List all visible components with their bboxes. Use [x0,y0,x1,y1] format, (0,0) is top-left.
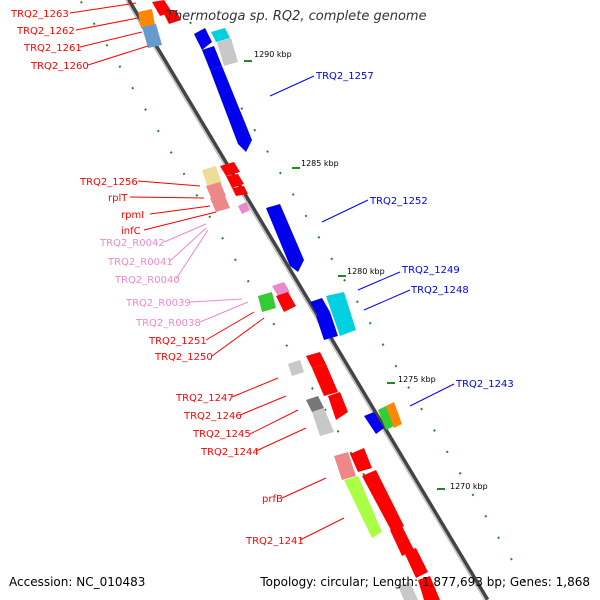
gene-feature[interactable] [138,9,155,28]
gene-label[interactable]: TRQ2_1245 [192,429,251,440]
gene-feature[interactable] [316,312,338,340]
gene-feature[interactable] [398,582,418,600]
gene-feature[interactable] [362,470,404,532]
gene-label[interactable]: TRQ2_1241 [245,536,304,547]
gene-feature[interactable] [152,0,172,16]
kbp-ruler: 1290 kbp 1285 kbp 1280 kbp 1275 kbp 1270… [244,50,488,491]
gene-feature[interactable] [272,282,290,296]
gene-feature[interactable] [390,526,414,556]
gene-feature[interactable] [350,448,372,472]
ruler-tick-label: 1290 kbp [254,50,292,59]
gene-label[interactable]: TRQ2_1251 [148,336,207,347]
gene-features [138,0,440,600]
gene-feature[interactable] [232,186,248,196]
ruler-tick-label: 1280 kbp [347,267,385,276]
gene-label[interactable]: TRQ2_R0041 [107,257,173,268]
gene-label[interactable]: TRQ2_1243 [455,379,514,390]
gene-label[interactable]: infC [121,226,141,237]
gene-feature[interactable] [194,28,212,50]
gene-feature[interactable] [202,166,222,188]
gene-label[interactable]: prfB [262,494,283,505]
gene-label[interactable]: TRQ2_1261 [23,43,82,54]
gene-feature[interactable] [306,396,324,412]
gene-label[interactable]: TRQ2_1252 [369,196,428,207]
gene-feature[interactable] [217,38,238,66]
gene-feature[interactable] [288,360,304,376]
gene-label[interactable]: TRQ2_R0038 [135,318,201,329]
gene-feature[interactable] [276,292,296,312]
gene-feature[interactable] [310,298,330,316]
genome-summary-text: Topology: circular; Length: 1,877,693 bp… [260,575,590,589]
gene-label[interactable]: TRQ2_1250 [154,352,213,363]
label-leader-lines [69,2,455,541]
map-title: Thermotoga sp. RQ2, complete genome [166,9,427,24]
gene-label[interactable]: rplT [108,193,128,204]
accession-text: Accession: NC_010483 [9,575,146,589]
gene-feature[interactable] [220,162,240,176]
gene-label[interactable]: TRQ2_1247 [175,393,234,404]
gene-feature[interactable] [258,292,276,312]
gene-feature[interactable] [364,412,384,434]
gene-feature[interactable] [344,476,382,538]
gene-feature[interactable] [378,406,394,430]
genome-backbone [125,0,490,600]
gene-label[interactable]: TRQ2_1262 [16,26,75,37]
gene-feature[interactable] [418,576,440,600]
gene-feature[interactable] [211,28,230,42]
gene-labels: TRQ2_1263 TRQ2_1262 TRQ2_1261 TRQ2_1260 … [10,9,514,547]
gene-label[interactable]: TRQ2_R0042 [99,238,165,249]
gene-label[interactable]: TRQ2_1249 [401,265,460,276]
gene-feature[interactable] [326,292,356,336]
gene-label[interactable]: TRQ2_1244 [200,447,259,458]
gene-feature[interactable] [306,352,326,368]
gene-feature[interactable] [266,204,304,272]
gene-feature[interactable] [210,194,230,212]
ruler-tick-label: 1275 kbp [398,375,436,384]
gene-feature[interactable] [164,10,181,24]
gene-label[interactable]: TRQ2_1260 [30,61,89,72]
ruler-tick-label: 1285 kbp [301,159,339,168]
gene-feature[interactable] [238,202,250,214]
gene-label[interactable]: rpmI [121,210,144,221]
gene-label[interactable]: TRQ2_R0039 [125,298,191,309]
gene-feature[interactable] [210,66,252,152]
gene-feature[interactable] [334,452,356,480]
gene-label[interactable]: TRQ2_1248 [410,285,469,296]
gene-feature[interactable] [404,548,428,578]
ruler-tick-label: 1270 kbp [450,482,488,491]
gene-label[interactable]: TRQ2_R0040 [114,275,180,286]
gene-feature[interactable] [142,24,162,48]
gene-label[interactable]: TRQ2_1257 [315,71,374,82]
gene-feature[interactable] [226,174,244,188]
gene-feature[interactable] [386,402,402,428]
gene-feature[interactable] [312,364,338,396]
gene-label[interactable]: TRQ2_1263 [10,9,69,20]
gene-label[interactable]: TRQ2_1256 [79,177,138,188]
gene-feature[interactable] [202,46,222,70]
gene-label[interactable]: TRQ2_1246 [183,411,242,422]
gene-feature[interactable] [312,408,334,436]
gene-feature[interactable] [328,392,348,420]
